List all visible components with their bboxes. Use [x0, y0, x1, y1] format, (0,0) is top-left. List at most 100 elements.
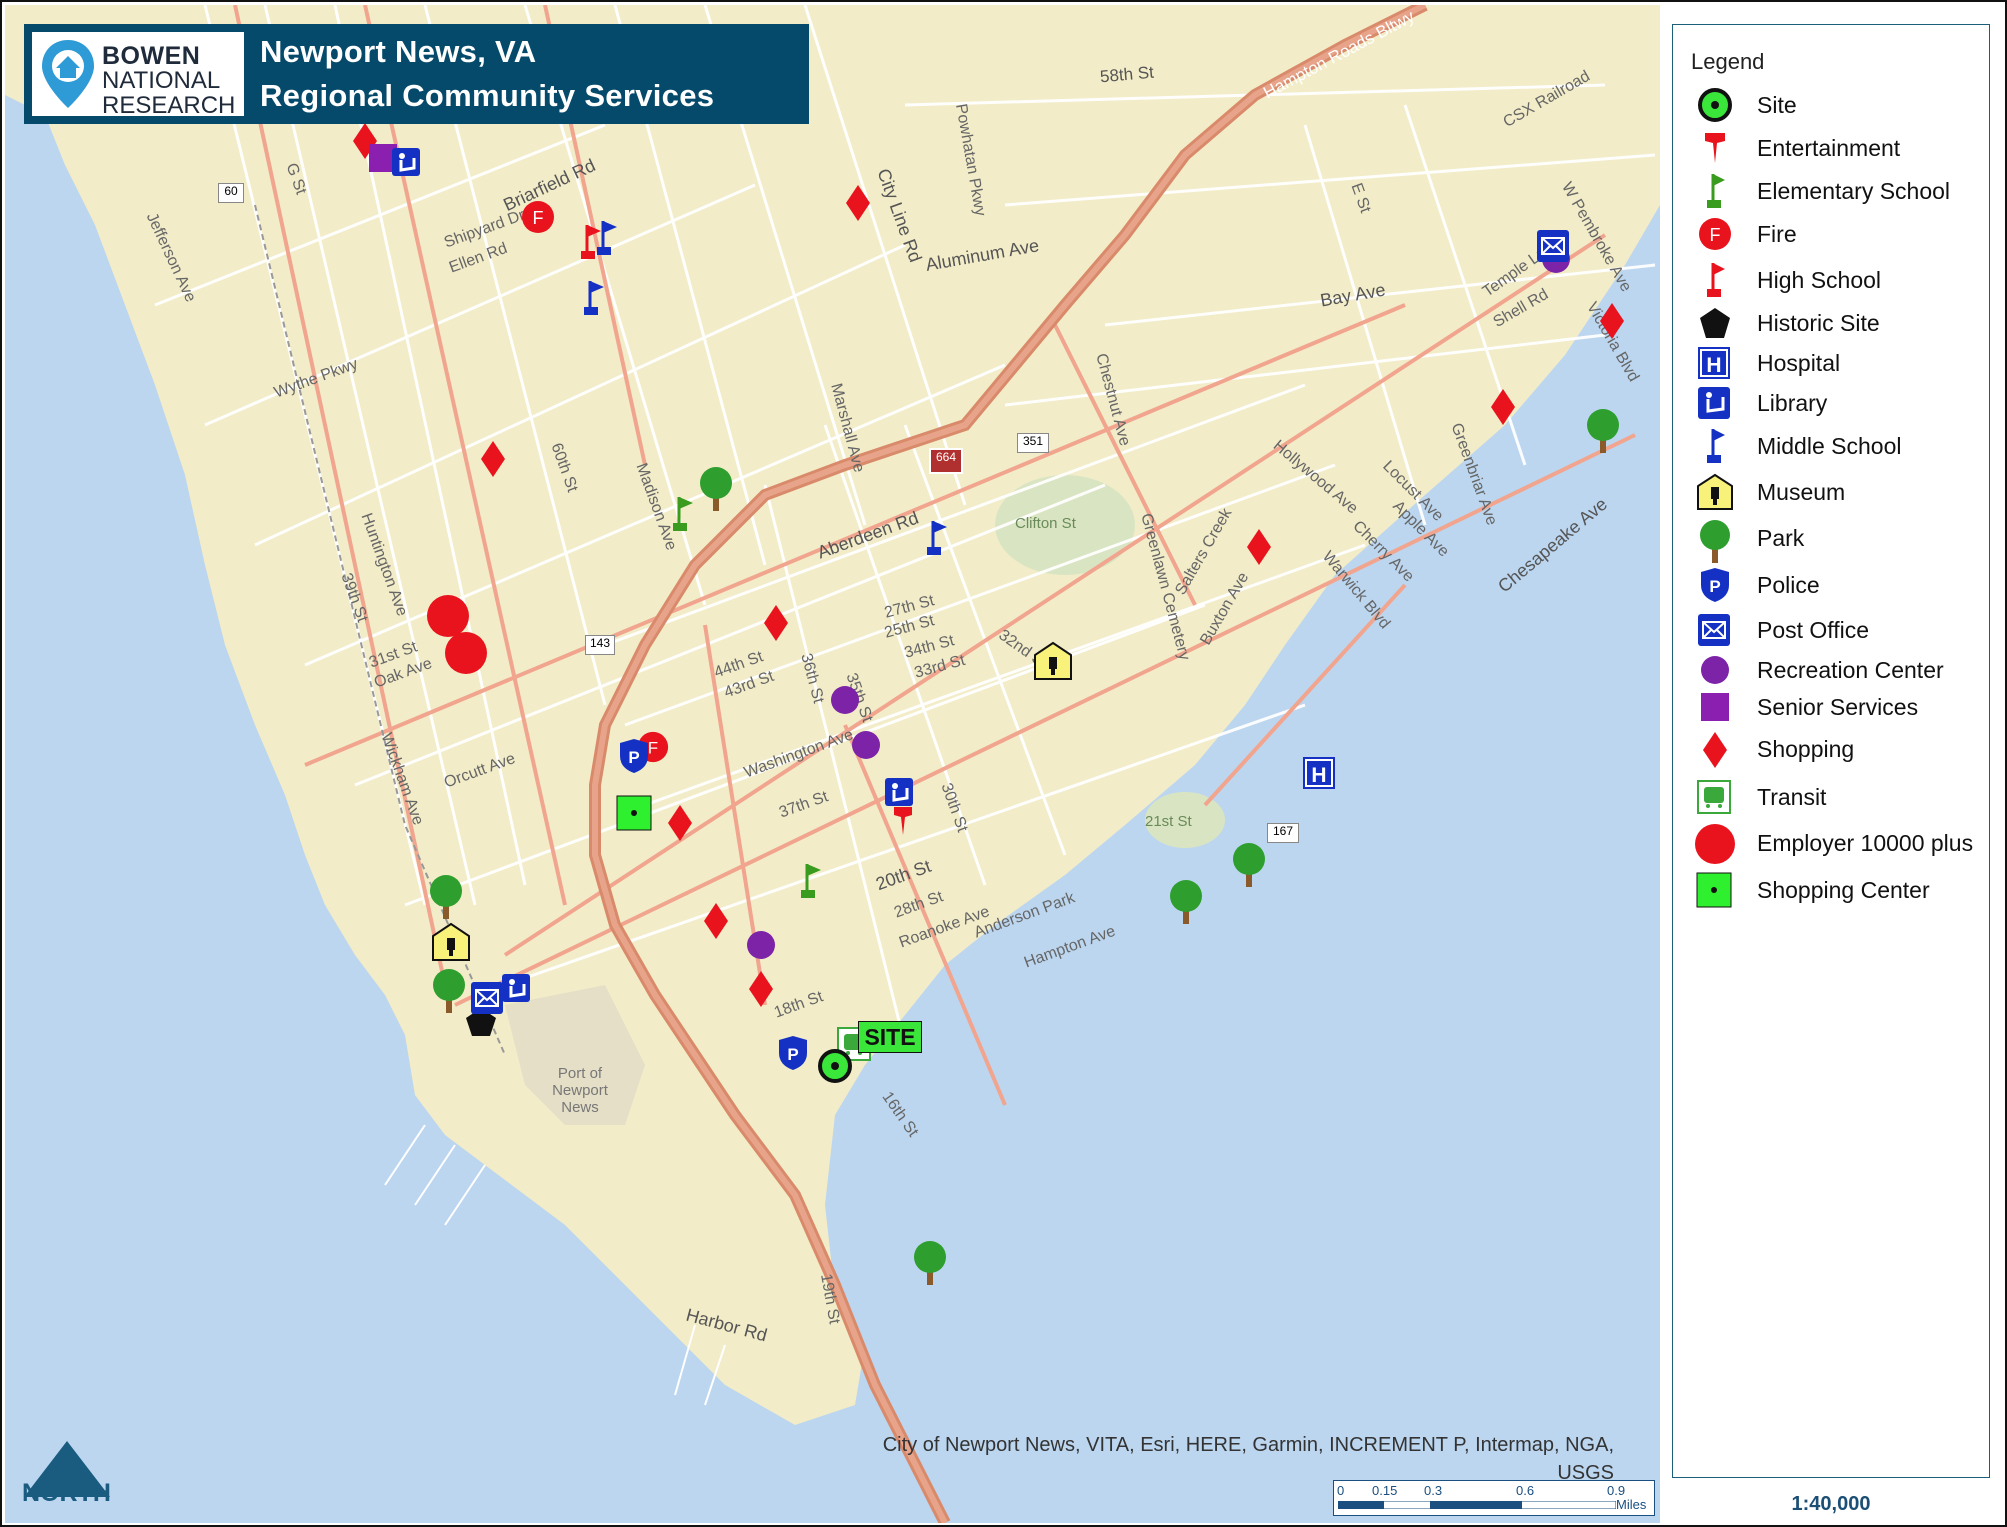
map-attribution: City of Newport News, VITA, Esri, HERE, …: [882, 1434, 1614, 1484]
legend-label: Post Office: [1757, 617, 1870, 643]
entertainment-icon[interactable]: [892, 807, 914, 837]
park-icon[interactable]: [1227, 841, 1271, 889]
logo-text-line2: NATIONAL: [102, 67, 221, 94]
high-school-icon: [1707, 263, 1725, 297]
elementary-school-icon[interactable]: [673, 493, 697, 533]
museum-icon[interactable]: [431, 922, 471, 962]
post-office-icon[interactable]: [1536, 229, 1570, 263]
high-school-icon[interactable]: [581, 221, 605, 261]
svg-text:F: F: [533, 208, 544, 228]
shopping-icon[interactable]: [1491, 389, 1515, 425]
scale-tick: 0: [1337, 1483, 1345, 1498]
shopping-icon[interactable]: [764, 605, 788, 641]
legend-label: Library: [1757, 390, 1828, 416]
legend-label: Entertainment: [1757, 135, 1901, 161]
employer-icon[interactable]: [426, 594, 470, 638]
legend-label: Park: [1757, 525, 1805, 551]
legend-item-police: P Police: [1695, 566, 1995, 604]
legend-item-elementary-school: Elementary School: [1695, 172, 1995, 210]
park-icon[interactable]: [694, 465, 738, 513]
park-icon[interactable]: [908, 1239, 952, 1287]
svg-text:P: P: [787, 1045, 798, 1064]
park-icon[interactable]: [1164, 878, 1208, 926]
library-icon[interactable]: [502, 974, 530, 1002]
legend-item-middle-school: Middle School: [1695, 427, 1995, 465]
legend-label: Hospital: [1757, 350, 1841, 376]
park-icon[interactable]: [1581, 407, 1625, 455]
legend-label: Museum: [1757, 479, 1846, 505]
legend-label: High School: [1757, 267, 1882, 293]
scale-bar-graphic: [1338, 1501, 1616, 1509]
legend-item-fire: F Fire: [1695, 215, 1995, 253]
site-icon: [1698, 88, 1732, 122]
middle-school-icon[interactable]: [584, 277, 608, 317]
post-office-icon: [1698, 614, 1730, 646]
legend-item-hospital: H Hospital: [1695, 344, 1995, 382]
svg-text:F: F: [1710, 225, 1721, 245]
library-icon[interactable]: [885, 778, 913, 806]
legend-item-entertainment: Entertainment: [1695, 129, 1995, 167]
legend-label: Site: [1757, 92, 1797, 118]
police-icon[interactable]: P: [617, 738, 651, 774]
employer-icon[interactable]: [444, 631, 488, 675]
shopping-icon[interactable]: [749, 971, 773, 1007]
north-arrow-icon: [24, 1441, 110, 1497]
hospital-icon[interactable]: H: [1302, 756, 1336, 790]
legend-label: Senior Services: [1757, 694, 1919, 720]
fire-icon[interactable]: F: [520, 199, 556, 235]
shopping-icon[interactable]: [704, 903, 728, 939]
legend-title: Legend: [1691, 49, 1765, 74]
scale-bar: 0 0.15 0.3 0.6 0.9 Miles: [1333, 1480, 1655, 1516]
middle-school-icon[interactable]: [927, 517, 951, 557]
street-label: Clifton St: [1015, 515, 1076, 532]
post-office-icon[interactable]: [470, 981, 504, 1015]
elementary-school-icon[interactable]: [801, 860, 825, 900]
park-icon[interactable]: [427, 967, 471, 1015]
middle-school-icon[interactable]: [597, 217, 621, 257]
employer-icon: [1695, 824, 1735, 864]
legend-label: Fire: [1757, 221, 1797, 247]
legend-item-employer: Employer 10000 plus: [1695, 824, 1995, 864]
site-icon[interactable]: [817, 1048, 853, 1084]
scale-tick: 0.6: [1516, 1483, 1535, 1498]
historic-site-icon[interactable]: [466, 1008, 496, 1036]
legend-item-post-office: Post Office: [1695, 611, 1995, 649]
shopping-center-icon[interactable]: [616, 795, 652, 831]
entertainment-icon: [1705, 133, 1725, 163]
svg-text:F: F: [648, 739, 658, 758]
library-icon[interactable]: [392, 148, 420, 176]
svg-text:H: H: [1706, 354, 1721, 377]
logo-text-line1: BOWEN: [102, 42, 201, 70]
legend-item-site: Site: [1695, 86, 1995, 124]
map-title-banner: BOWEN NATIONAL RESEARCH Newport News, VA…: [24, 24, 809, 124]
map-subtitle: Regional Community Services: [260, 78, 715, 113]
police-icon[interactable]: P: [776, 1035, 810, 1071]
route-shield: 167: [1267, 823, 1299, 843]
legend-item-museum: Museum: [1695, 473, 1995, 511]
basemap: [5, 5, 1660, 1523]
svg-text:P: P: [1709, 577, 1720, 596]
recreation-center-icon[interactable]: [746, 930, 776, 960]
shopping-icon[interactable]: [846, 185, 870, 221]
recreation-center-icon[interactable]: [851, 730, 881, 760]
recreation-center-icon[interactable]: [830, 685, 860, 715]
museum-icon[interactable]: [1033, 641, 1073, 681]
route-shield: 60: [218, 183, 244, 203]
senior-services-icon: [1701, 693, 1729, 721]
scale-ratio: 1:40,000: [1791, 1493, 1871, 1515]
shopping-icon[interactable]: [668, 805, 692, 841]
legend-label: Middle School: [1757, 433, 1902, 459]
transit-icon: [1697, 780, 1731, 814]
shopping-icon[interactable]: [481, 441, 505, 477]
legend-item-transit: Transit: [1695, 778, 1995, 816]
park-icon[interactable]: [424, 873, 468, 921]
street-label: Port of Newport News: [552, 1065, 608, 1116]
museum-icon: [1697, 473, 1733, 510]
scale-tick: 0.15: [1372, 1483, 1398, 1498]
legend-item-historic-site: Historic Site: [1695, 304, 1995, 342]
shopping-icon[interactable]: [1600, 303, 1624, 339]
shopping-icon[interactable]: [1247, 529, 1271, 565]
legend-label: Recreation Center: [1757, 657, 1944, 683]
